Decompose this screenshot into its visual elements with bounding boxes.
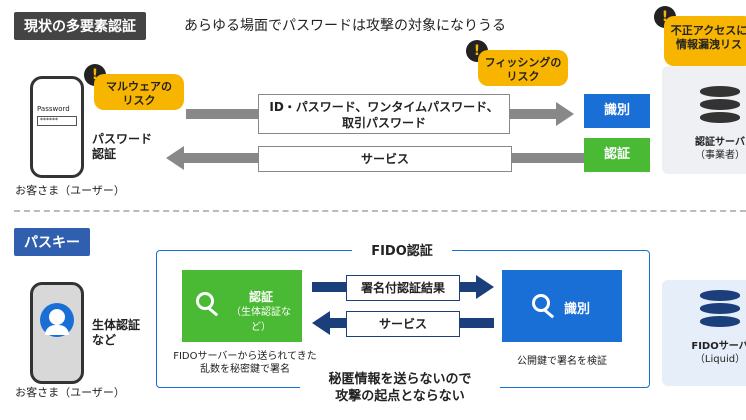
- face-icon: [40, 303, 74, 337]
- auth-server-label: 認証サーバ（事業者）: [695, 137, 745, 161]
- auth-box-bottom: 認証（生体認証など）: [182, 270, 302, 342]
- phone: Password ******: [30, 76, 84, 178]
- fido-server-label: FIDOサーバ（Liquid）: [691, 341, 746, 365]
- key-icon: [196, 292, 220, 317]
- bottom-message: 秘匿情報を送らないので攻撃の起点とならない: [300, 371, 500, 405]
- leak-risk-bubble: 不正アクセスに情報漏洩リス: [664, 16, 746, 66]
- section-label-current: 現状の多要素認証: [14, 12, 146, 40]
- left-caption: FIDOサーバーから送られてきた乱数を秘密鍵で署名: [173, 351, 317, 375]
- phishing-risk-bubble: フィッシングのリスク: [478, 50, 568, 86]
- signed-result-label: 署名付認証結果: [346, 275, 460, 301]
- identify-box-bottom: 識別: [502, 270, 622, 342]
- biometric-auth-label: 生体認証など: [92, 318, 141, 347]
- database-icon: [700, 86, 740, 126]
- user-caption-top: お客さま（ユーザー）: [15, 184, 125, 197]
- malware-risk-bubble: マルウェアのリスク: [94, 74, 184, 110]
- section-label-passkey: パスキー: [14, 228, 90, 256]
- authenticate-box-top: 認証: [584, 138, 650, 172]
- service-label-top: サービス: [258, 146, 512, 172]
- identify-box-top: 識別: [584, 94, 650, 128]
- section-divider: [14, 210, 746, 212]
- database-icon: [700, 290, 740, 330]
- arrow-left-head: [166, 146, 184, 170]
- arrow-right-head: [556, 102, 574, 126]
- phone-password-label: Password: [37, 105, 70, 113]
- key-icon: [532, 294, 556, 319]
- password-auth-label: パスワード認証: [92, 132, 153, 161]
- right-caption: 公開鍵で署名を検証: [517, 356, 607, 367]
- user-caption-bottom: お客さま（ユーザー）: [15, 386, 125, 399]
- phone-password-field: ******: [37, 116, 77, 126]
- credentials-label: ID・パスワード、ワンタイムパスワード、取引パスワード: [258, 94, 510, 134]
- service-label-bottom: サービス: [346, 311, 460, 337]
- arrow-right-head-fido: [476, 275, 494, 299]
- fido-title: FIDO認証: [352, 240, 452, 259]
- phone-biometric: [30, 282, 84, 384]
- headline: あらゆる場面でパスワードは攻撃の対象になりうる: [184, 18, 506, 34]
- arrow-left-head-fido: [312, 311, 330, 335]
